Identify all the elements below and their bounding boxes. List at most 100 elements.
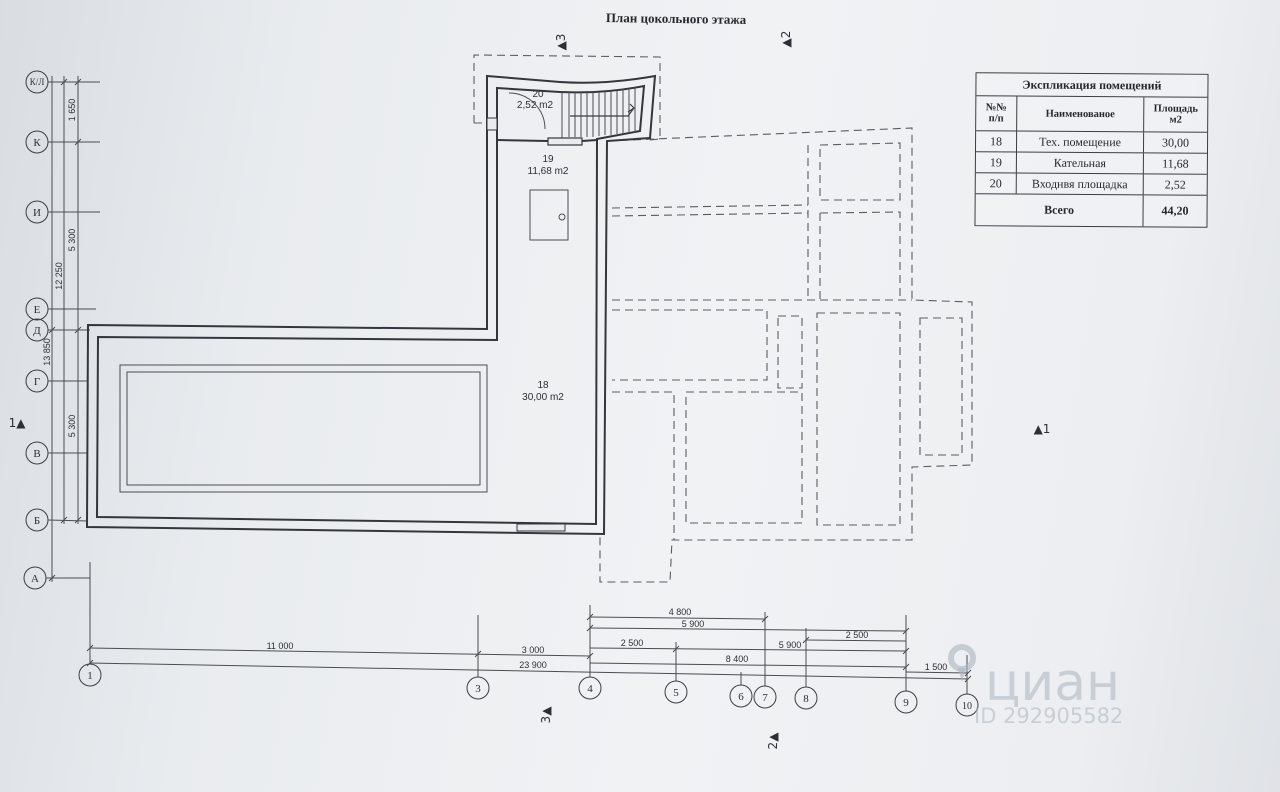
watermark-brand: циан (985, 653, 1120, 713)
grid-axis-v: В (25, 441, 88, 465)
dimension-label: 2 500 (846, 630, 869, 640)
row-number: 19 (975, 152, 1017, 173)
section-mark-1-right: ▲1 (1034, 422, 1051, 436)
plan-title: План цокольного этажа (606, 10, 747, 27)
grid-label: 10 (962, 701, 972, 712)
grid-axis-d: Д (25, 318, 90, 342)
dimension-label: 5 300 (67, 415, 77, 438)
grid-label: В (33, 448, 40, 460)
room-19-number: 19 (542, 154, 554, 165)
grid-axis-k: К (25, 130, 100, 154)
dimension-label: 11 000 (267, 641, 294, 651)
stair (568, 87, 636, 137)
grid-label: Д (33, 325, 41, 337)
stair-direction-arrow-icon (570, 103, 635, 117)
grid-label: 3 (475, 683, 481, 695)
grid-label: 7 (762, 692, 768, 704)
section-mark-3-bottom: 3▲ (539, 706, 553, 724)
grid-axis-1: 1 (78, 562, 102, 687)
section-mark-1-left: 1▲ (9, 416, 27, 430)
grid-label: 5 (673, 687, 679, 699)
total-area: 44,20 (1161, 203, 1189, 218)
row-number: 20 (975, 173, 1017, 194)
room-19-area: 11,68 m2 (528, 166, 569, 177)
grid-label: Е (34, 304, 41, 316)
header-number: №№ п/п (976, 96, 1018, 131)
dimension-ticks (48, 78, 82, 582)
outer-wall (85, 74, 657, 536)
grid-axis-4: 4 (578, 605, 602, 700)
dimension-label: 8 400 (726, 654, 749, 664)
inner-wall (95, 84, 646, 526)
explication-table: Экспликация помещений №№ п/п Наименовано… (974, 72, 1209, 228)
door-swing-arc (508, 92, 546, 130)
explication-header-row: №№ п/п Наименованое Площадь м2 (976, 96, 1208, 133)
dimension-ticks (86, 613, 972, 683)
room-20-number: 20 (532, 89, 544, 100)
upper-floor-projection (473, 54, 973, 583)
grid-label: 9 (903, 697, 909, 709)
row-number: 18 (975, 131, 1018, 152)
grid-axis-a: А (23, 566, 90, 590)
dimension-label: 13 850 (42, 338, 52, 366)
grid-axis-b: Б (25, 508, 89, 532)
row-area: 2,52 (1164, 177, 1186, 192)
room-18-number: 18 (537, 380, 549, 391)
bottom-dimension-chain: 11 000 3 000 23 900 4 800 5 900 2 500 2 … (86, 607, 972, 683)
grid-axis-3: 3 (466, 615, 490, 700)
dimension-label: 5 300 (67, 229, 77, 252)
header-name: Наименованое (1017, 96, 1145, 132)
door-bottom (516, 523, 566, 532)
dimension-label: 1 650 (67, 99, 77, 122)
dimension-label: 4 800 (669, 607, 692, 617)
grid-axis-i: И (25, 200, 100, 224)
grid-label: И (33, 207, 41, 219)
grid-axis-g: Г (25, 369, 88, 393)
table-row: 19 Кательная 11,68 (975, 152, 1207, 175)
cian-pin-icon (948, 644, 976, 682)
grid-label: 1 (87, 670, 93, 682)
table-row: 20 Входнвя площадка 2,52 (975, 173, 1207, 196)
room-18-area: 30,00 m2 (522, 392, 564, 403)
dimension-label: 2 500 (621, 638, 644, 648)
entrance-door (486, 117, 498, 131)
dimension-label: 1 500 (925, 662, 948, 672)
watermark: циан ID 292905582 (948, 644, 1123, 728)
grid-label: К/Л (30, 77, 45, 87)
row-area: 30,00 (1162, 134, 1190, 150)
boiler-unit (529, 189, 569, 241)
grid-label: К (33, 137, 41, 149)
room-18-pit (119, 364, 488, 493)
explication-total-row: Всего 44,20 (975, 194, 1206, 227)
grid-axis-kl: К/Л (25, 70, 100, 94)
grid-axis-9: 9 (894, 615, 918, 714)
dimension-label: 5 900 (682, 619, 705, 629)
grid-label: 4 (587, 683, 593, 695)
header-area: Площадь м2 (1153, 103, 1198, 126)
grid-axis-6: 6 (729, 672, 753, 708)
row-name: Кательная (1016, 152, 1144, 174)
section-mark-2-bottom: 2▲ (766, 732, 780, 750)
grid-axis-7: 7 (753, 612, 777, 709)
row-name: Тех. помещение (1016, 131, 1145, 153)
room-partition (496, 139, 598, 142)
door-19-20 (547, 137, 583, 146)
dimension-label: 23 900 (519, 660, 547, 670)
room-20-area: 2,52 m2 (517, 100, 554, 111)
section-mark-3-top: ▲3 (554, 34, 568, 51)
grid-label: Б (34, 515, 40, 527)
section-mark-2-top: ▲2 (779, 31, 793, 48)
dimension-label: 12 250 (54, 262, 64, 290)
grid-label: А (31, 573, 39, 585)
watermark-listing-id: ID 292905582 (974, 704, 1123, 728)
grid-label: 8 (803, 693, 809, 705)
row-area: 11,68 (1162, 155, 1189, 171)
total-label: Всего (975, 194, 1144, 227)
left-dimension-chain: 1 650 5 300 12 250 13 850 5 300 (42, 76, 82, 582)
room-labels: 20 2,52 m2 19 11,68 m2 18 30,00 m2 (517, 89, 569, 403)
grid-axis-8: 8 (794, 628, 818, 710)
table-row: 18 Тех. помещение 30,00 (975, 131, 1208, 154)
grid-axes-numbers: 1 3 4 5 6 7 8 (78, 562, 979, 717)
